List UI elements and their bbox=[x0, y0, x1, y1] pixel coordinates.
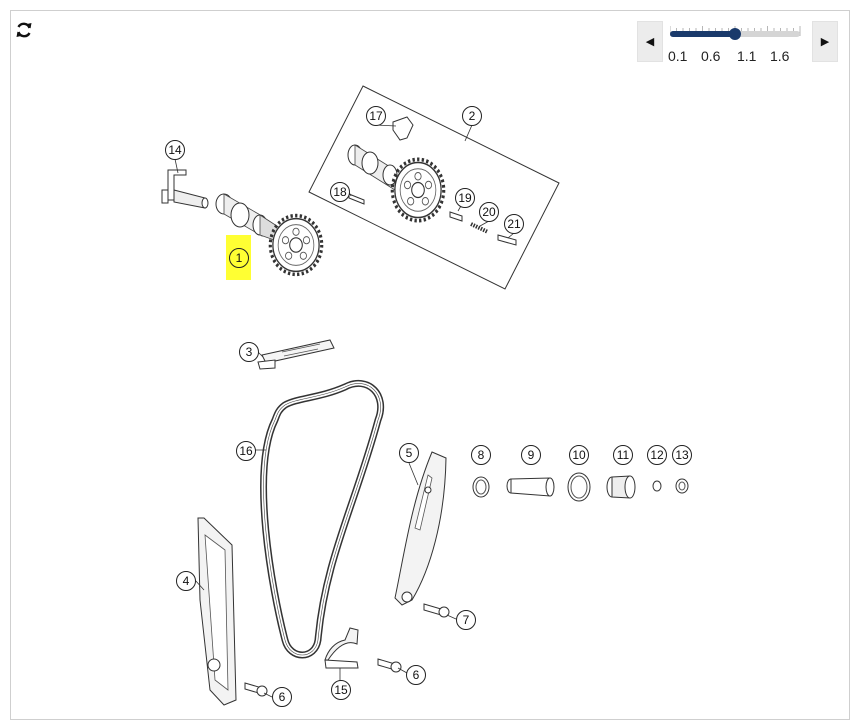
callout-circle-3[interactable] bbox=[239, 342, 259, 362]
callout-label-19[interactable]: 19 bbox=[458, 191, 472, 205]
zoom-prev-button[interactable]: ◀ bbox=[637, 21, 663, 62]
bolt-drawings[interactable] bbox=[244, 603, 450, 697]
tick-label-2: 1.1 bbox=[737, 48, 757, 64]
callout-circle-14[interactable] bbox=[165, 140, 185, 160]
callout-label-20[interactable]: 20 bbox=[482, 205, 496, 219]
callout-circle-20[interactable] bbox=[479, 202, 499, 222]
callout-label-15[interactable]: 15 bbox=[334, 683, 348, 697]
callout-circle-7[interactable] bbox=[456, 610, 476, 630]
guide-rail-drawing[interactable] bbox=[197, 517, 237, 706]
camshaft-drawing[interactable] bbox=[215, 193, 324, 277]
callout-label-16[interactable]: 16 bbox=[239, 444, 253, 458]
callout-circle-4[interactable] bbox=[176, 571, 196, 591]
callout-label-2[interactable]: 2 bbox=[469, 109, 476, 123]
chain-tensioner-plate-drawing[interactable] bbox=[257, 339, 335, 370]
callout-label-4[interactable]: 4 bbox=[183, 574, 190, 588]
callout-circle-12[interactable] bbox=[647, 445, 667, 465]
callout-label-10[interactable]: 10 bbox=[572, 448, 586, 462]
callout-circle-21[interactable] bbox=[504, 214, 524, 234]
tick-label-1: 0.6 bbox=[701, 48, 721, 64]
zoom-next-button[interactable]: ▶ bbox=[812, 21, 838, 62]
callout-label-18[interactable]: 18 bbox=[333, 185, 347, 199]
callout-circle-15[interactable] bbox=[331, 680, 351, 700]
chain-guide-drawing[interactable] bbox=[324, 627, 359, 669]
callout-label-14[interactable]: 14 bbox=[168, 143, 182, 157]
tensioner-rail-drawing[interactable] bbox=[394, 451, 447, 606]
tick-label-0: 0.1 bbox=[668, 48, 688, 64]
callout-circle-6[interactable] bbox=[406, 665, 426, 685]
callout-label-7[interactable]: 7 bbox=[463, 613, 470, 627]
callout-label-1[interactable]: 1 bbox=[236, 251, 243, 265]
callout-circle-18[interactable] bbox=[330, 182, 350, 202]
callout-label-17[interactable]: 17 bbox=[369, 109, 383, 123]
triangle-right-icon: ▶ bbox=[820, 36, 830, 48]
callout-circle-10[interactable] bbox=[569, 445, 589, 465]
callout-label-12[interactable]: 12 bbox=[650, 448, 664, 462]
slider-fill bbox=[670, 31, 735, 37]
callout-label-6[interactable]: 6 bbox=[279, 690, 286, 704]
callout-circle-11[interactable] bbox=[613, 445, 633, 465]
tensioner-parts-drawing[interactable] bbox=[472, 472, 689, 502]
callout-label-9[interactable]: 9 bbox=[528, 448, 535, 462]
callout-label-6[interactable]: 6 bbox=[413, 668, 420, 682]
callout-label-8[interactable]: 8 bbox=[478, 448, 485, 462]
zoom-slider[interactable]: 0.1 0.6 1.1 1.6 bbox=[664, 22, 806, 66]
callout-circle-5[interactable] bbox=[399, 443, 419, 463]
callout-label-21[interactable]: 21 bbox=[507, 217, 521, 231]
triangle-left-icon: ◀ bbox=[645, 36, 655, 48]
camshaft-assembly-drawing[interactable] bbox=[347, 116, 517, 246]
callout-label-13[interactable]: 13 bbox=[675, 448, 689, 462]
callout-circle-6[interactable] bbox=[272, 687, 292, 707]
callout-circle-9[interactable] bbox=[521, 445, 541, 465]
timing-chain-drawing[interactable] bbox=[260, 379, 385, 659]
callout-circle-13[interactable] bbox=[672, 445, 692, 465]
tick-label-3: 1.6 bbox=[770, 48, 790, 64]
callout-circle-1[interactable] bbox=[229, 248, 249, 268]
callout-circle-16[interactable] bbox=[236, 441, 256, 461]
callout-label-11[interactable]: 11 bbox=[617, 448, 630, 462]
callout-circle-8[interactable] bbox=[471, 445, 491, 465]
diagram-viewer bbox=[10, 10, 850, 720]
slider-thumb[interactable] bbox=[729, 28, 741, 40]
callout-circle-19[interactable] bbox=[455, 188, 475, 208]
sensor-drawing[interactable] bbox=[161, 169, 209, 209]
callout-circle-17[interactable] bbox=[366, 106, 386, 126]
callout-circle-2[interactable] bbox=[462, 106, 482, 126]
refresh-icon[interactable] bbox=[14, 20, 34, 40]
callout-label-5[interactable]: 5 bbox=[406, 446, 413, 460]
callout-label-3[interactable]: 3 bbox=[246, 345, 253, 359]
